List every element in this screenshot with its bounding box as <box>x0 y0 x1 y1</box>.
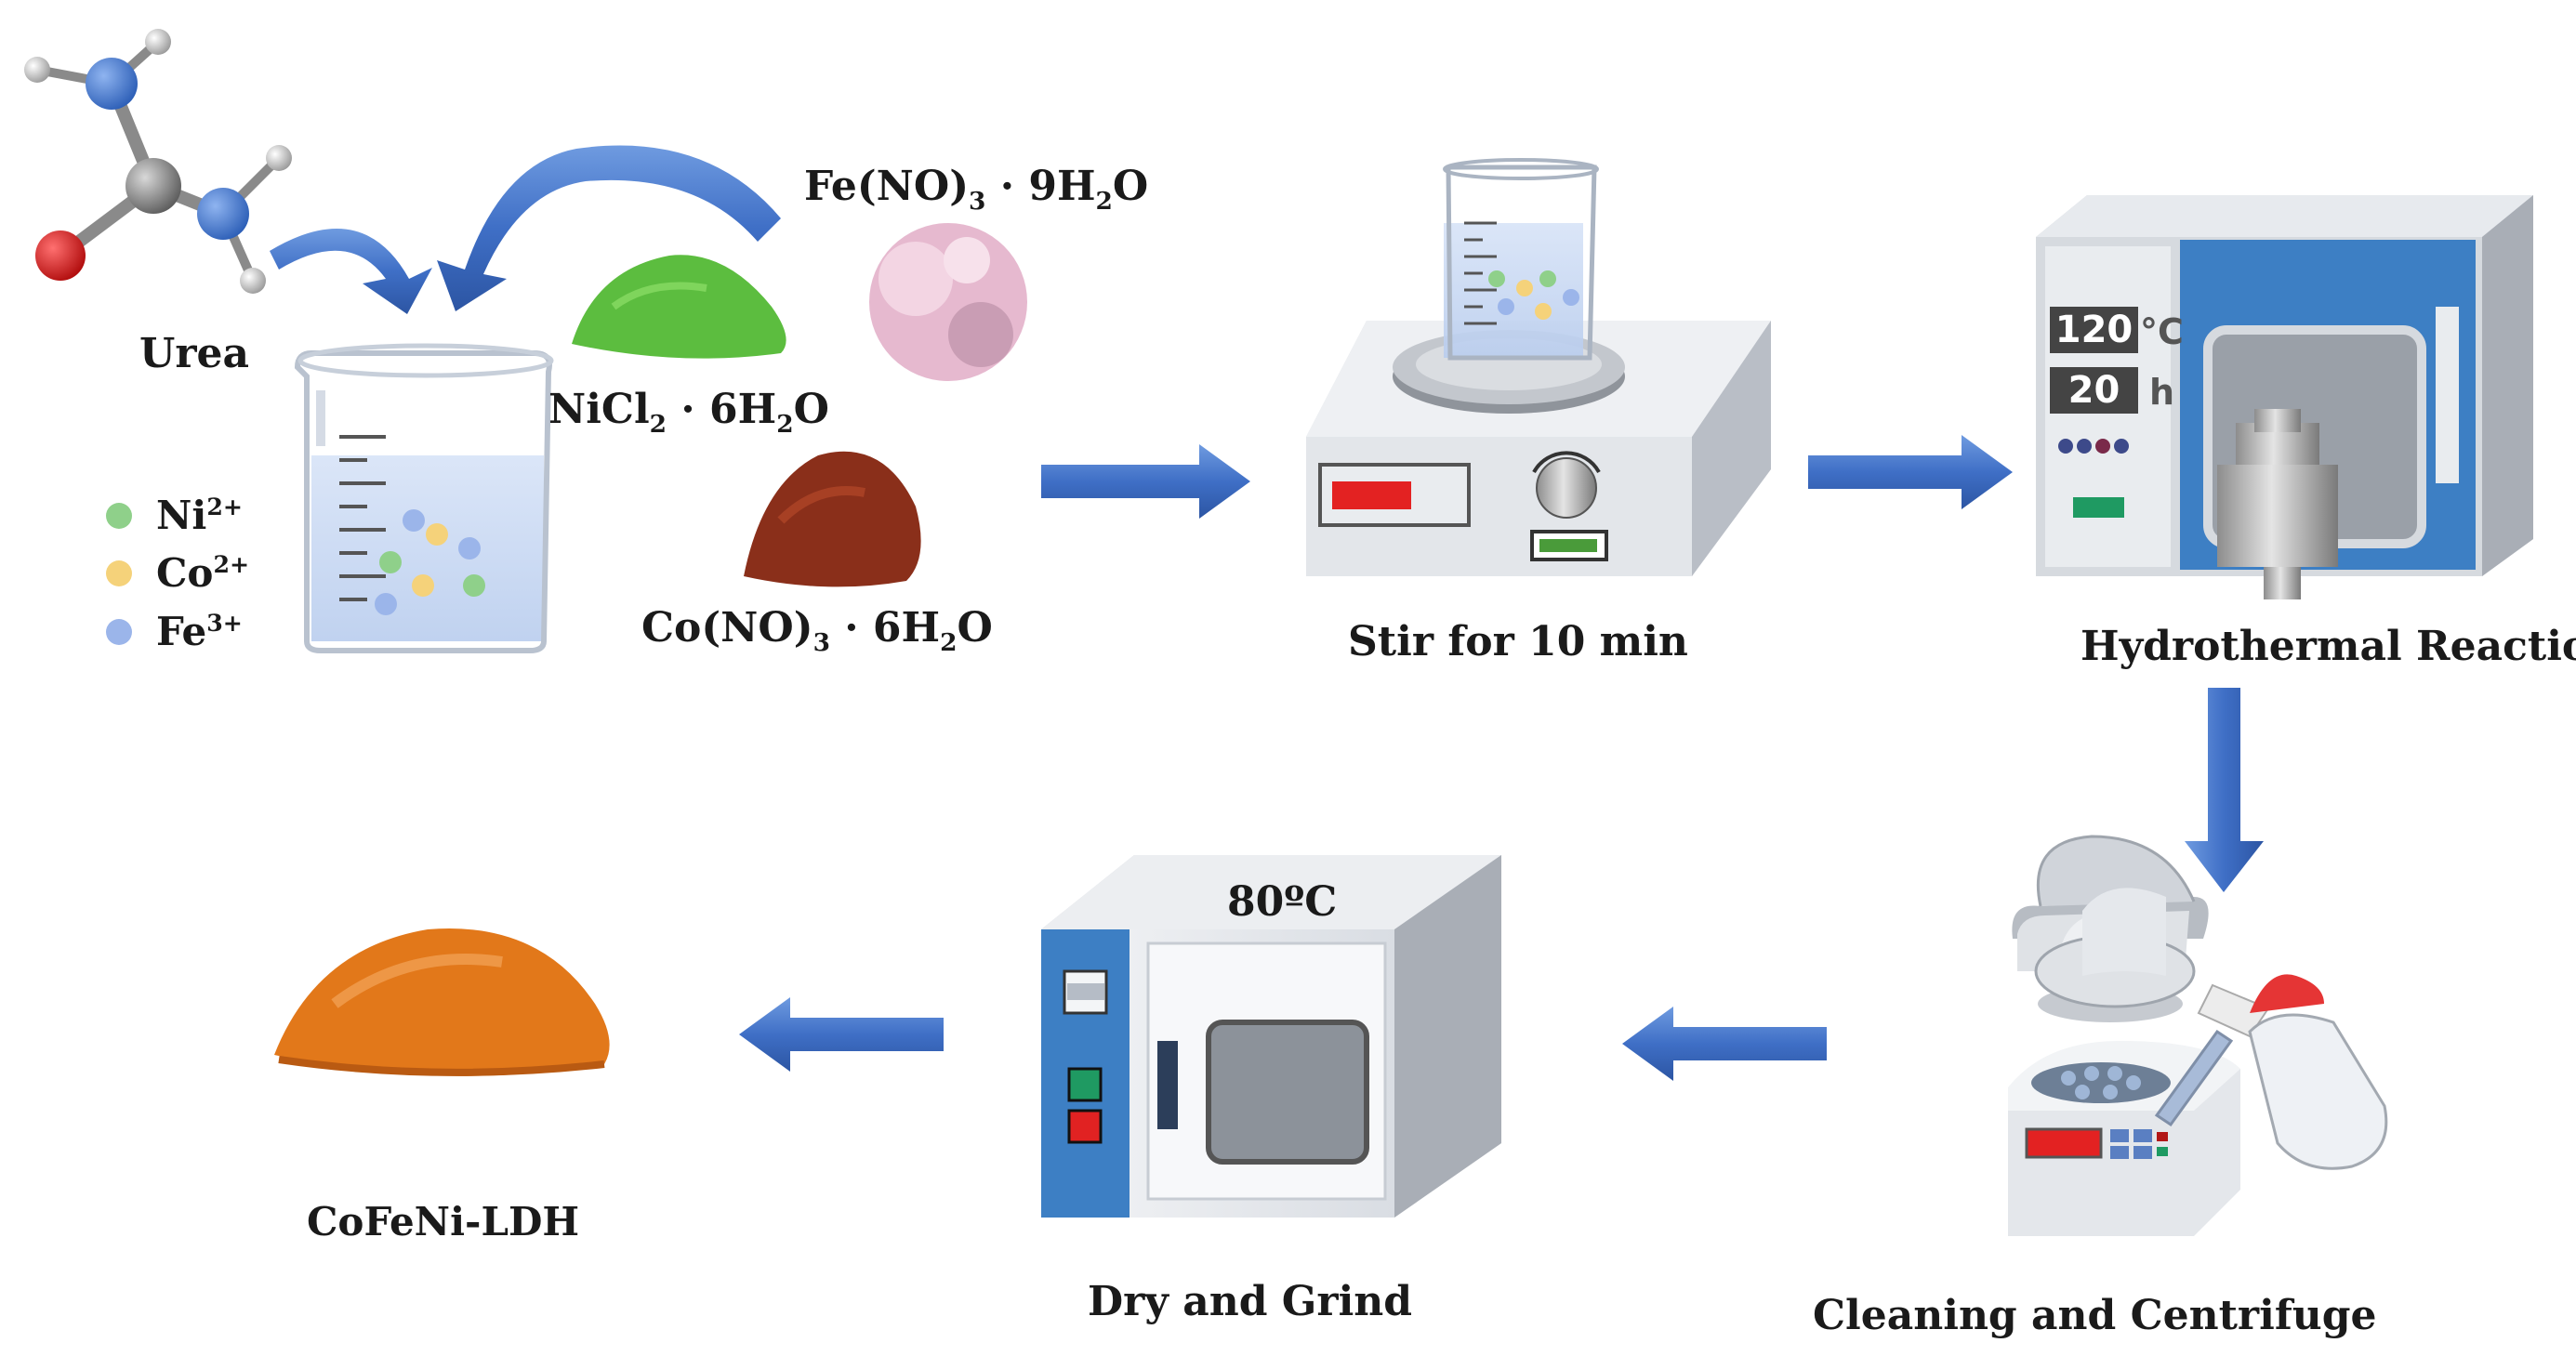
ion-fe-charge: 3+ <box>206 609 243 637</box>
hydrothermal-oven <box>2036 195 2533 599</box>
ion-co-charge: 2+ <box>213 550 250 578</box>
nicl2-text3: O <box>793 386 829 433</box>
ion-fe-dot <box>106 619 132 645</box>
feno3-text3: O <box>1112 163 1149 210</box>
ion-ni-text: Ni <box>156 493 207 538</box>
feno3-sub: 3 <box>969 186 986 216</box>
ion-ni-dot <box>106 503 132 529</box>
urea-label: Urea <box>139 330 250 377</box>
ion-fe-label: Fe3+ <box>156 609 243 654</box>
nicl2-sub: 2 <box>649 409 667 439</box>
nicl2-text: NiCl <box>548 386 650 433</box>
cono3-sub: 3 <box>812 627 830 657</box>
feno3-powder <box>869 223 1027 381</box>
urea-molecule <box>24 29 292 294</box>
cono3-sub2: 2 <box>940 627 958 657</box>
hydro-caption: Hydrothermal Reaction <box>2081 623 2576 670</box>
arrow-to-dry <box>1622 1007 1827 1081</box>
arrow-to-stir <box>1041 444 1250 519</box>
cono3-text: Co(NO) <box>641 604 813 652</box>
centrifuge <box>2008 835 2388 1236</box>
ion-ni-charge: 2+ <box>206 493 243 520</box>
cono3-powder <box>744 451 921 587</box>
reactor-time-display: 20 <box>2067 369 2120 412</box>
clean-caption: Cleaning and Centrifuge <box>1813 1292 2377 1339</box>
reactor-time-unit: h <box>2149 372 2175 413</box>
arrow-down <box>2185 688 2264 892</box>
product-caption: CoFeNi-LDH <box>307 1199 580 1244</box>
stir-caption: Stir for 10 min <box>1348 618 1688 665</box>
urea-curved-arrow <box>270 229 432 314</box>
reactor-temp-display: 120 <box>2054 309 2133 351</box>
arrow-to-hydro <box>1808 435 2013 509</box>
arrow-to-product <box>739 997 944 1072</box>
cono3-text2: · 6H <box>829 604 941 652</box>
ion-fe-text: Fe <box>156 609 207 654</box>
precursor-beaker <box>294 343 554 653</box>
drying-oven <box>1041 855 1501 1218</box>
nicl2-text2: · 6H <box>667 386 777 433</box>
ion-co-text: Co <box>156 550 214 596</box>
feno3-text2: · 9H <box>985 163 1096 210</box>
ion-co-dot <box>106 560 132 586</box>
feno3-label: Fe(NO)3 · 9H2O <box>804 163 1148 216</box>
cono3-text3: O <box>957 604 993 652</box>
oven-temp-label: 80ºC <box>1227 878 1338 926</box>
cofeni-ldh-powder <box>274 928 610 1076</box>
nicl2-sub2: 2 <box>776 409 794 439</box>
magnetic-stirrer <box>1306 158 1771 576</box>
ion-co-label: Co2+ <box>156 550 249 596</box>
dry-caption: Dry and Grind <box>1088 1278 1413 1325</box>
reagent-curved-arrow <box>437 145 781 311</box>
reactor-temp-unit: °C <box>2140 311 2184 352</box>
nicl2-powder <box>572 255 786 359</box>
feno3-sub2: 2 <box>1095 186 1113 216</box>
nicl2-label: NiCl2 · 6H2O <box>548 386 829 439</box>
feno3-text: Fe(NO) <box>804 163 970 210</box>
ion-ni-label: Ni2+ <box>156 493 243 538</box>
cono3-label: Co(NO)3 · 6H2O <box>641 604 993 657</box>
